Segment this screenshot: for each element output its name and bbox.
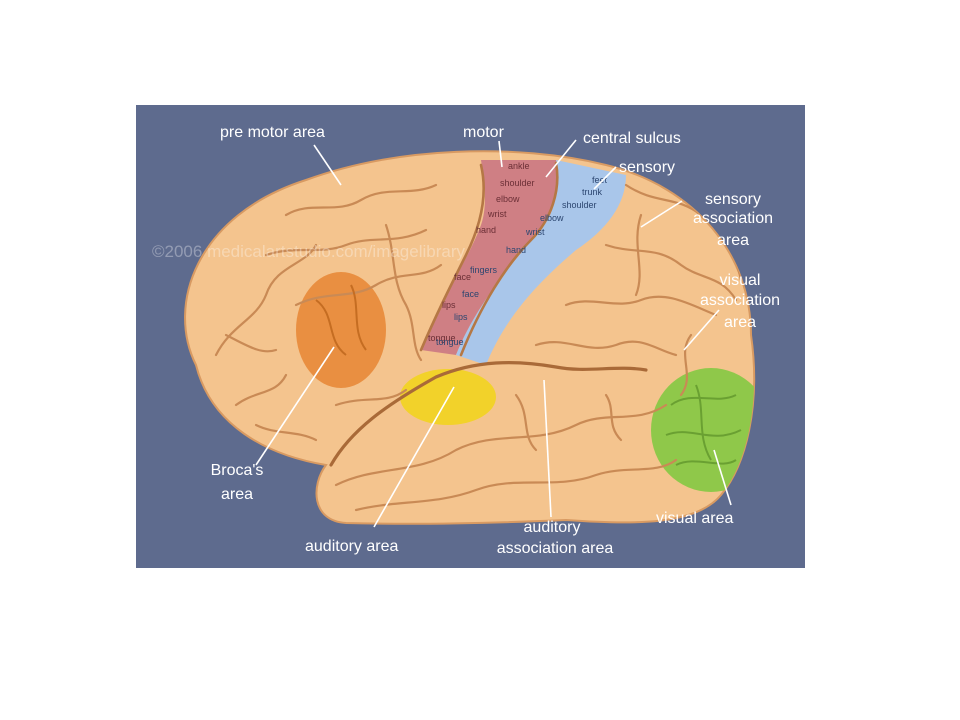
sensory-strip-label: fingers xyxy=(470,265,498,275)
label-motor: motor xyxy=(463,124,505,141)
sensory-strip-label: elbow xyxy=(540,213,564,223)
motor-strip-label: lips xyxy=(442,300,456,310)
label-auditory-association-1: auditory xyxy=(524,519,581,536)
motor-strip-label: ankle xyxy=(508,161,530,171)
label-sensory-association-2: association xyxy=(693,210,773,227)
brain: ankle shoulder elbow wrist hand face lip… xyxy=(184,150,756,525)
sensory-strip-label: lips xyxy=(454,312,468,322)
motor-strip-label: elbow xyxy=(496,194,520,204)
region-labels: pre motor area motor central sulcus sens… xyxy=(211,124,780,557)
label-sensory-association-1: sensory xyxy=(705,191,761,208)
sensory-strip-label: face xyxy=(462,289,479,299)
label-visual-area: visual area xyxy=(656,510,733,527)
label-broca-1: Broca's xyxy=(211,462,264,479)
sensory-strip-label: hand xyxy=(506,245,526,255)
label-visual-association-3: area xyxy=(724,314,756,331)
brain-diagram-svg: ankle shoulder elbow wrist hand face lip… xyxy=(136,105,805,568)
motor-region xyxy=(421,160,558,355)
motor-strip-label: face xyxy=(454,272,471,282)
sensory-strip-label: wrist xyxy=(525,227,545,237)
label-pre-motor-area: pre motor area xyxy=(220,124,325,141)
label-central-sulcus: central sulcus xyxy=(583,130,681,147)
leader-lines xyxy=(255,139,732,528)
motor-strip-labels: ankle shoulder elbow wrist hand face lip… xyxy=(428,161,535,343)
label-sensory: sensory xyxy=(619,159,675,176)
label-broca-2: area xyxy=(221,486,253,503)
motor-strip-label: wrist xyxy=(487,209,507,219)
sensory-strip-label: shoulder xyxy=(562,200,597,210)
brain-diagram: ankle shoulder elbow wrist hand face lip… xyxy=(136,105,805,568)
label-sensory-association-3: area xyxy=(717,232,749,249)
label-visual-association-1: visual xyxy=(720,272,761,289)
label-visual-association-2: association xyxy=(700,292,780,309)
motor-strip-label: shoulder xyxy=(500,178,535,188)
broca-region xyxy=(296,272,386,388)
watermark: ©2006 medicalartstudio.com/imagelibrary xyxy=(152,242,465,261)
label-auditory-area: auditory area xyxy=(305,538,398,555)
motor-strip-label: tongue xyxy=(428,333,456,343)
motor-strip-label: hand xyxy=(476,225,496,235)
sensory-region xyxy=(456,160,626,365)
sensory-strip-label: tongue xyxy=(436,337,464,347)
label-auditory-association-2: association area xyxy=(497,540,614,557)
sensory-strip-label: trunk xyxy=(582,187,603,197)
sensory-strip-label: feet xyxy=(592,175,608,185)
sensory-strip-labels: feet trunk shoulder elbow wrist hand fin… xyxy=(436,175,608,347)
